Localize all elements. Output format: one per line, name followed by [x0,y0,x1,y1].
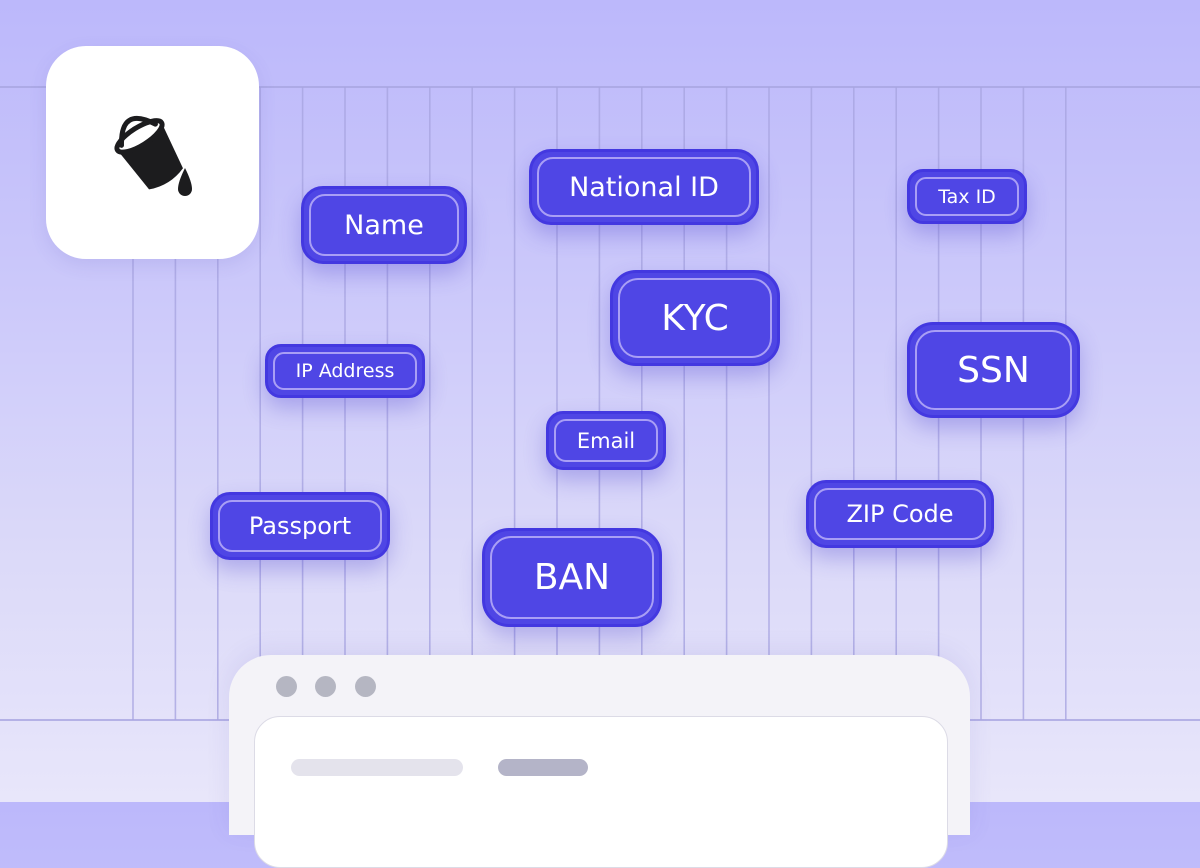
tag-ban[interactable]: BAN [482,528,662,627]
tag-email[interactable]: Email [546,411,666,470]
tag-passport[interactable]: Passport [210,492,390,560]
tag-label: KYC [661,297,729,339]
tag-label: Tax ID [938,185,996,208]
tag-tax-id[interactable]: Tax ID [907,169,1027,224]
tag-label: Passport [248,512,352,540]
tag-ssn[interactable]: SSN [907,322,1080,418]
placeholder-bar-active [498,759,588,776]
app-icon [46,46,259,259]
browser-window [229,655,970,868]
window-dot-close[interactable] [276,676,297,697]
placeholder-bar [291,759,463,776]
window-dot-maximize[interactable] [355,676,376,697]
tag-label: Email [576,428,636,453]
window-dot-minimize[interactable] [315,676,336,697]
paint-bucket-icon [114,115,192,196]
window-content-panel [254,716,948,868]
tag-label: SSN [957,349,1030,391]
tag-label: National ID [569,171,719,203]
tag-label: Name [344,209,424,241]
tag-name[interactable]: Name [301,186,467,264]
tag-ip-address[interactable]: IP Address [265,344,425,398]
tag-kyc[interactable]: KYC [610,270,780,366]
tag-label: IP Address [295,360,395,382]
tag-zip-code[interactable]: ZIP Code [806,480,994,548]
tag-national-id[interactable]: National ID [529,149,759,225]
tag-label: ZIP Code [846,500,954,528]
tag-label: BAN [533,557,611,598]
